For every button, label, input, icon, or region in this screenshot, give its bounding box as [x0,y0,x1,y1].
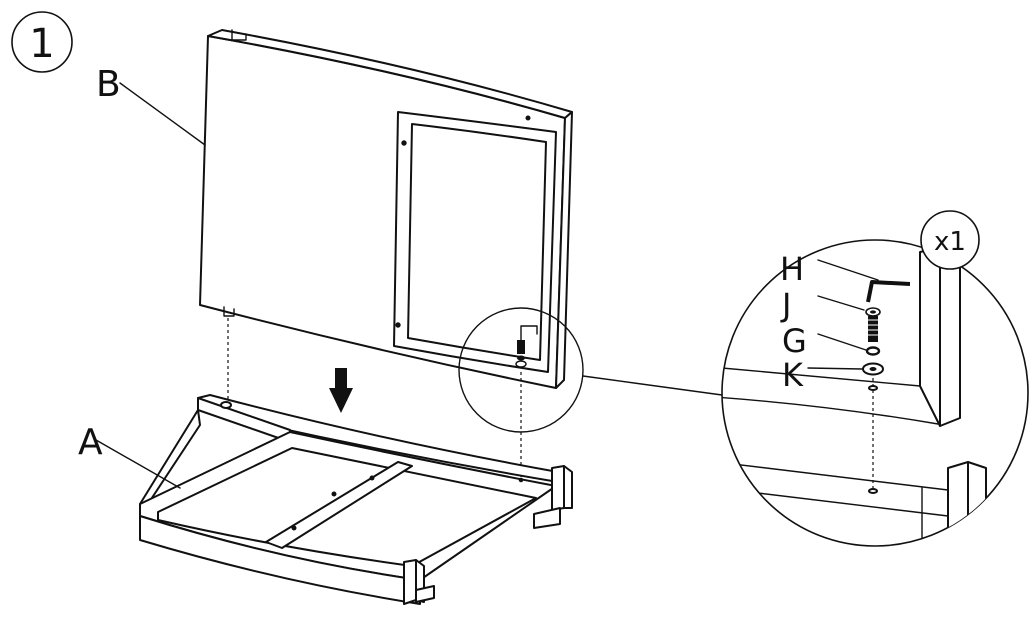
label-k: K [782,356,804,394]
detail-panel-edge [722,365,921,387]
seat-rear-leg [551,465,565,511]
leader-k [807,367,863,370]
seat-frame-a [139,394,573,605]
seat-cross-rail [265,461,413,549]
quantity-badge: x1 [920,210,980,270]
arrow-down-icon [329,368,353,413]
allen-key-icon [866,280,911,303]
seat-front-face [139,515,421,605]
quantity-text: x1 [934,227,966,257]
hole [525,115,531,121]
hole [369,475,375,481]
hardware-preview [458,307,584,433]
leader-b [119,82,206,146]
dowel-hole [220,401,232,409]
step-number: 1 [29,21,54,67]
detail-connector [582,375,723,396]
back-panel-right-edge [555,111,573,389]
detail-panel-bottom [722,395,939,425]
label-j: J [780,286,791,324]
hole [395,322,401,328]
leader-h [817,259,879,281]
label-g: G [782,322,807,360]
label-a: A [78,422,103,463]
back-panel-window [407,123,547,361]
hole [518,477,524,483]
hole [291,525,297,531]
leader-a [95,439,181,489]
step-badge: 1 [11,11,73,73]
detail-panel-post-side [939,247,961,427]
spring-washer-icon [865,346,881,356]
seat-front-leg-foot [415,585,435,603]
label-h: H [780,250,804,288]
label-b: B [96,64,121,105]
detail-hole-bottom [868,488,878,494]
flat-washer-icon [862,362,884,376]
leader-g [817,333,867,351]
seat-rear-leg-side [563,465,573,509]
leader-j [817,295,865,311]
seat-left-rail [197,397,291,443]
detail-seat-leg [947,461,969,541]
detail-seat-leg-side [967,461,987,541]
detail-view: H J G K [721,239,1029,547]
back-panel-b [199,29,573,389]
bolt-icon [865,307,881,342]
hole [401,140,407,146]
hole [331,491,337,497]
seat-front-leg [403,559,417,605]
bottom-dowel [223,306,235,317]
seat-rear-leg-foot [533,507,561,529]
top-bracket [231,29,247,41]
detail-seat-rail-top [722,459,949,491]
